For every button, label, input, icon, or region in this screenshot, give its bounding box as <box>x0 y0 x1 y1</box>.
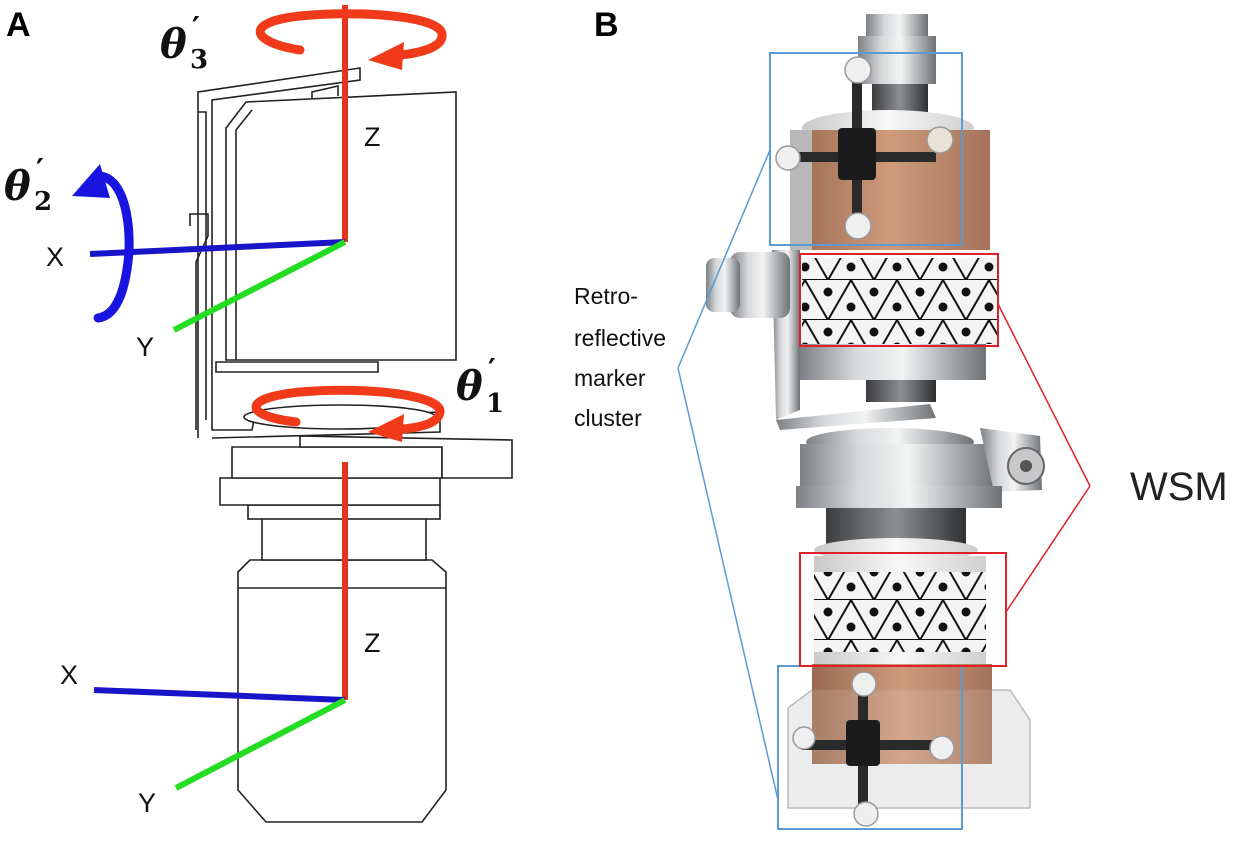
svg-text:θ: θ <box>4 163 31 210</box>
specimen-photo <box>706 14 1045 827</box>
upper-marker-box <box>769 52 963 246</box>
svg-text:′: ′ <box>36 153 44 188</box>
svg-text:θ: θ <box>160 21 187 68</box>
svg-text:θ: θ <box>456 363 483 410</box>
svg-text:reflective: reflective <box>574 325 666 351</box>
upper-marker-cluster <box>775 56 954 240</box>
lower-coordinate-frame: Z X Y <box>60 462 381 818</box>
lower-y-label: Y <box>138 788 156 818</box>
upper-x-label: X <box>46 242 64 272</box>
theta2-rotation-arrow <box>72 164 134 323</box>
svg-text:′: ′ <box>488 353 496 388</box>
panel-a: A Z X <box>4 5 513 823</box>
marker-cluster-callout: Retro- reflective marker cluster <box>574 283 666 431</box>
theta2-label: θ 2 ′ <box>4 153 52 217</box>
wsm-leader-lines <box>997 303 1091 613</box>
wsm-callout: WSM <box>1130 465 1228 509</box>
upper-z-label: Z <box>364 122 381 152</box>
theta1-label: θ 1 ′ <box>456 353 504 419</box>
panel-b: B <box>574 6 1228 830</box>
marker-leader-lines <box>677 149 779 801</box>
upper-wsm-box <box>799 253 999 347</box>
svg-text:3: 3 <box>190 45 208 75</box>
lower-wsm-box <box>799 552 1007 667</box>
svg-text:1: 1 <box>486 389 504 419</box>
lower-marker-cluster <box>792 671 955 827</box>
lower-x-axis <box>93 687 346 703</box>
svg-text:2: 2 <box>34 187 52 217</box>
svg-text:marker: marker <box>574 365 646 391</box>
upper-y-axis <box>172 239 347 333</box>
panel-a-letter: A <box>6 6 31 44</box>
panel-b-letter: B <box>594 6 619 44</box>
svg-text:Retro-: Retro- <box>574 283 638 309</box>
lower-y-axis <box>174 697 347 791</box>
theta3-label: θ 3 ′ <box>160 11 208 75</box>
theta3-rotation-arrow <box>255 9 447 70</box>
svg-text:cluster: cluster <box>574 405 642 431</box>
theta1-rotation-arrow <box>251 385 445 442</box>
upper-body-outline <box>189 67 457 439</box>
lower-z-label: Z <box>364 628 381 658</box>
svg-text:′: ′ <box>192 11 200 46</box>
lower-x-label: X <box>60 660 78 690</box>
upper-y-label: Y <box>136 332 154 362</box>
